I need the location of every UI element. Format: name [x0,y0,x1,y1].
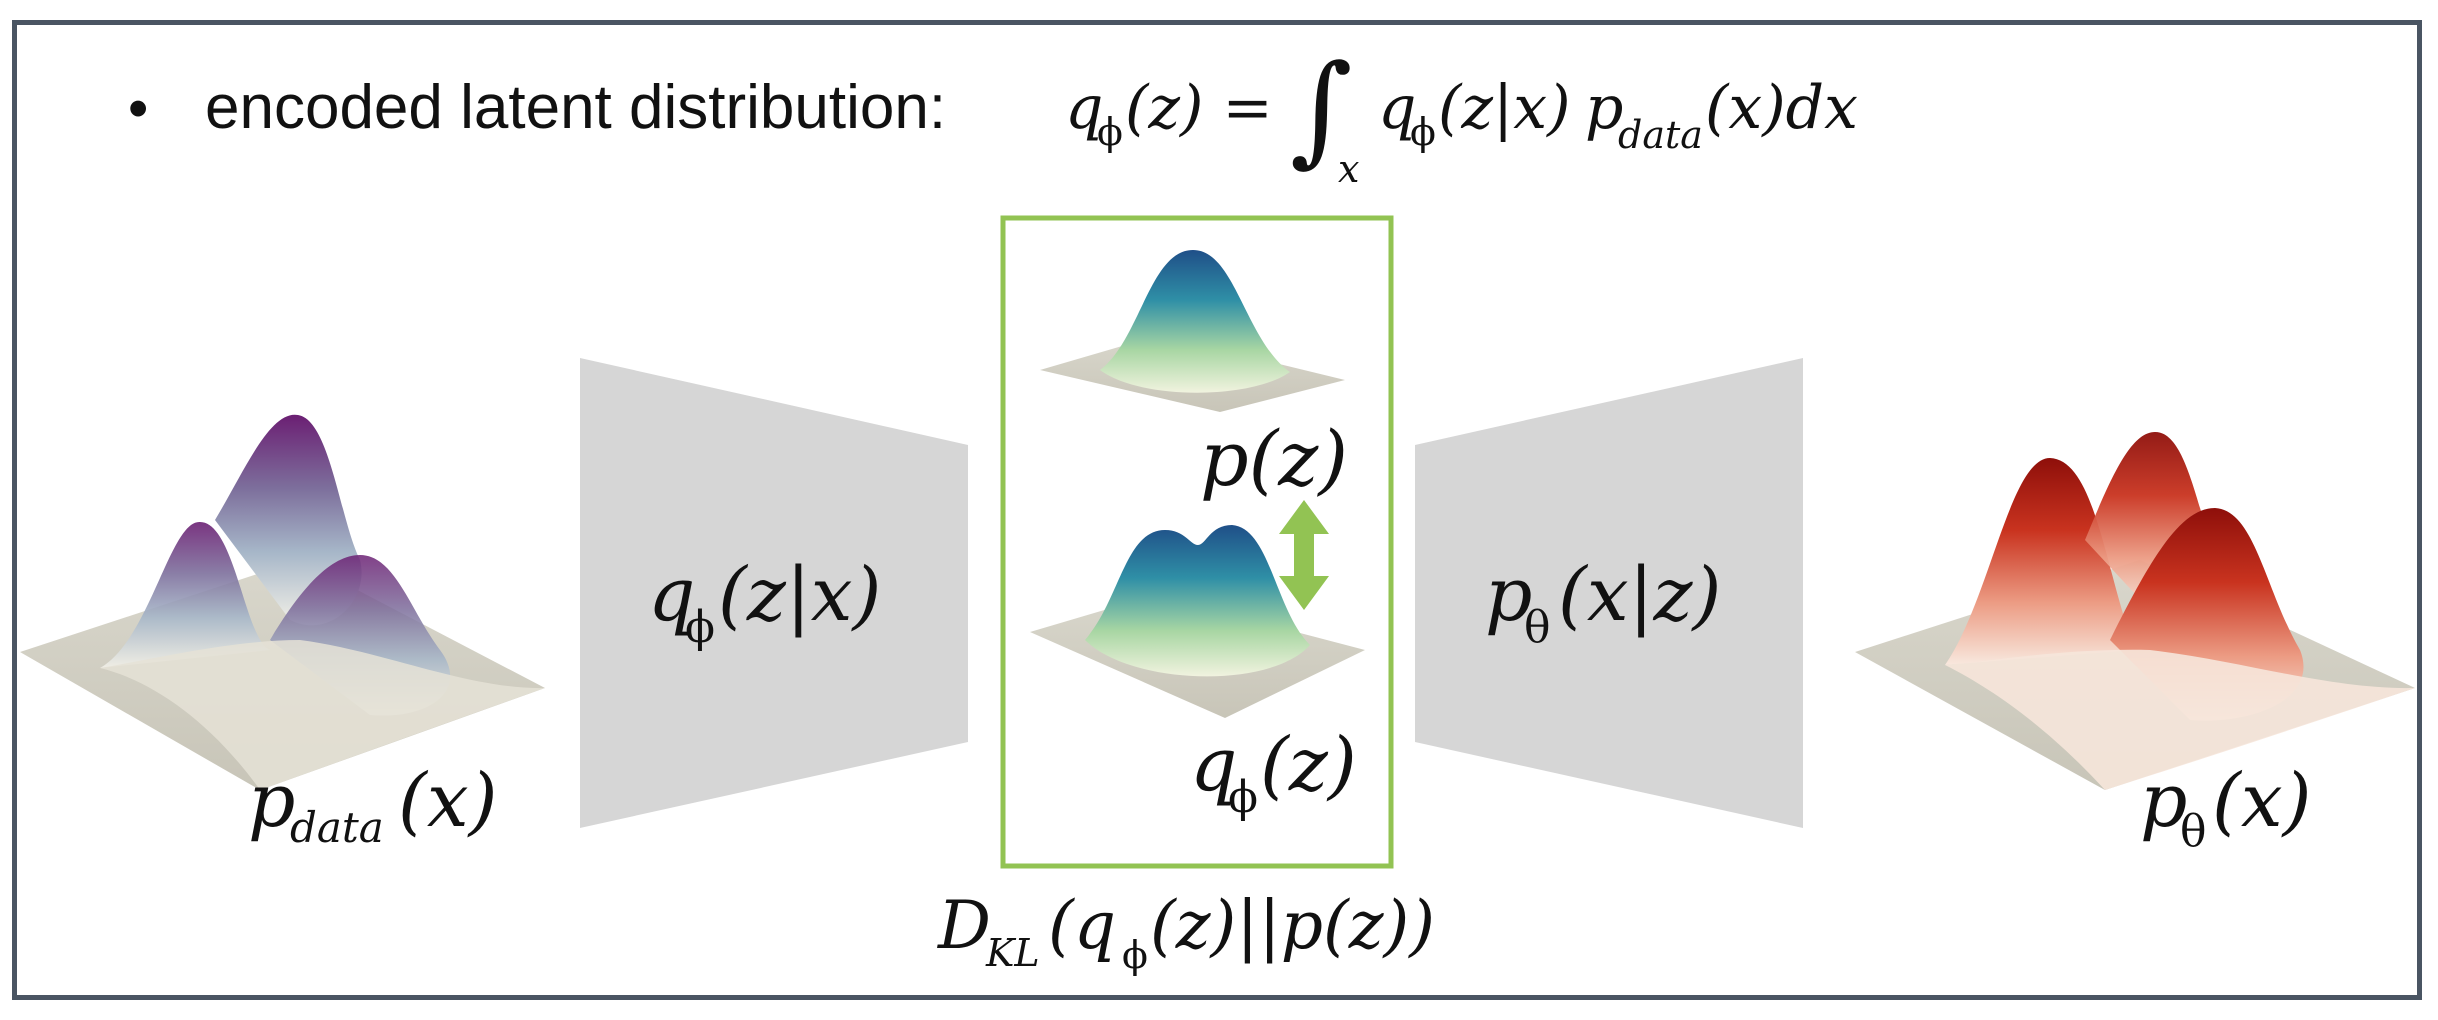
pdata-arg: (x) [398,758,497,844]
encoder-arg: (z|x) [718,552,881,638]
eq-rhs-tail: (x)dx [1705,73,1858,143]
integral-sign: ∫ [1290,40,1353,179]
label-encoder: q ϕ (z|x) [648,552,881,653]
eq-q2: q [1378,73,1416,143]
encoder-base: q [648,552,695,638]
decoder-block [1415,358,1803,828]
double-arrow-icon [1279,500,1329,610]
decoder-arg: (x|z) [1558,552,1721,638]
pdata-sub: data [290,803,384,852]
ptheta-base: p [2140,758,2187,844]
data-peak-left [100,521,270,668]
latent-equation: q ϕ (z) = ∫ x q ϕ (z|x) p data (x)dx [1065,40,1858,191]
label-decoder: p θ (x|z) [1485,552,1721,653]
kl-sub: KL [985,931,1040,975]
model-front-skirt [1945,649,2415,790]
kl-D: D [937,887,991,964]
eq-int-sub: x [1338,147,1359,191]
header-text: encoded latent distribution: [205,73,946,142]
bullet: • [128,76,148,141]
posterior-sub: ϕ [1228,772,1258,823]
eq-p: p [1585,73,1623,143]
ptheta-sub: θ [2180,806,2207,857]
eq-q: q [1065,73,1103,143]
kl-part2: (z)||p(z)) [1150,887,1435,964]
posterior-peak [1085,525,1310,677]
encoder-block [580,358,968,828]
eq-phi-sub: ϕ [1097,110,1123,154]
data-distribution-surface [20,414,545,790]
label-pdata: p data (x) [248,758,497,852]
pdata-base: p [248,758,295,844]
eq-phi-sub2: ϕ [1410,110,1436,154]
kl-box [1000,215,1394,869]
ptheta-arg: (x) [2212,758,2311,844]
label-posterior: q ϕ (z) [1190,722,1357,823]
model-distribution-surface [1855,432,2415,790]
posterior-arg: (z) [1260,722,1357,808]
encoder-sub: ϕ [685,602,715,653]
posterior-base: q [1190,722,1237,808]
eq-data-sub: data [1618,113,1703,157]
prior-surface [1040,250,1345,412]
decoder-base: p [1485,552,1532,638]
kl-part1: (q [1048,887,1116,964]
model-peak-left [1945,458,2135,665]
label-prior: p(z) [1200,414,1348,503]
eq-lhs-arg: (z) = [1125,73,1273,143]
posterior-surface [1030,525,1365,718]
label-kl: D KL (q ϕ (z)||p(z)) [937,887,1435,977]
label-ptheta: p θ (x) [2140,758,2311,857]
eq-cond-arg: (z|x) [1438,73,1570,143]
prior-peak [1100,250,1290,393]
data-front-skirt [100,640,545,790]
kl-sub2: ϕ [1122,933,1148,977]
decoder-sub: θ [1524,602,1551,653]
